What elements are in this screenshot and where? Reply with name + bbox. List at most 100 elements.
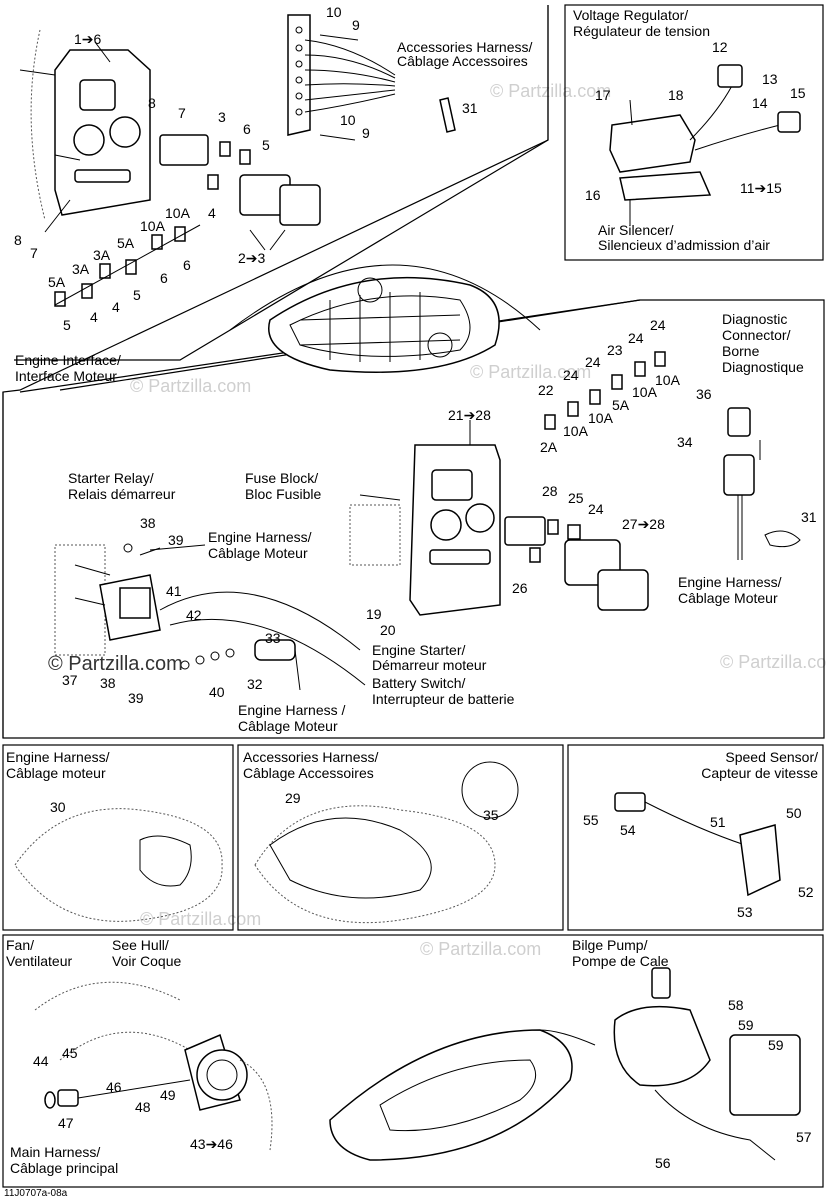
engine-harness-panel-title-1: Engine Harness/: [6, 749, 110, 765]
boat-hull-top: [229, 264, 541, 373]
callout: 18: [668, 87, 684, 103]
callout: 59: [738, 1017, 754, 1033]
callout: 8: [14, 232, 22, 248]
callout: 45: [62, 1045, 78, 1061]
callout: 22: [538, 382, 554, 398]
callout: 24: [650, 317, 666, 333]
accessories-harness-panel: [237, 744, 564, 931]
callout: 53: [737, 904, 753, 920]
callout: 59: [768, 1037, 784, 1053]
callout: 13: [762, 71, 778, 87]
diagnostic-connector: [723, 407, 801, 560]
accessories-harness-label-2: Câblage Accessoires: [397, 53, 528, 69]
speed-sensor-title-2: Capteur de vitesse: [701, 765, 818, 781]
callout: 25: [568, 490, 584, 506]
callout: 58: [728, 997, 744, 1013]
callout: 10: [326, 4, 342, 20]
callout: 32: [247, 676, 263, 692]
callout: 41: [166, 583, 182, 599]
callout: 52: [798, 884, 814, 900]
callout: 5A: [117, 235, 135, 251]
callout: 19: [366, 606, 382, 622]
fuse-set-accessories: [544, 351, 666, 430]
engine-harness-label-2a: Engine Harness /: [238, 702, 346, 718]
callout: 4: [208, 205, 216, 221]
callout: 55: [583, 812, 599, 828]
engine-harness-label-1a: Engine Harness/: [208, 529, 312, 545]
callout: 24: [628, 330, 644, 346]
battery-cables: [159, 591, 366, 691]
watermark: © Partzilla.com: [470, 362, 591, 382]
watermark: © Partzilla.com: [720, 652, 827, 672]
engine-starter-label-2: Démarreur moteur: [372, 657, 487, 673]
starter-relay-label-1: Starter Relay/: [68, 470, 154, 486]
callout: 38: [100, 675, 116, 691]
engine-harness-label-3b: Câblage Moteur: [678, 590, 778, 606]
callout: 5: [63, 317, 71, 333]
callout: 44: [33, 1053, 49, 1069]
callout: 17: [595, 87, 611, 103]
callout: 40: [209, 684, 225, 700]
watermark: © Partzilla.com: [490, 81, 611, 101]
callout: 7: [178, 105, 186, 121]
battery-switch-label-2: Interrupteur de batterie: [372, 691, 515, 707]
callout: 43➔46: [190, 1136, 233, 1152]
background-watermarks: © Partzilla.com © Partzilla.com © Partzi…: [130, 81, 827, 959]
callout: 5: [133, 287, 141, 303]
callout: 28: [542, 483, 558, 499]
accessories-panel-title-1: Accessories Harness/: [243, 749, 378, 765]
callout: 36: [696, 386, 712, 402]
fuse-block: [349, 444, 649, 616]
fuse-block-label-1: Fuse Block/: [245, 470, 318, 486]
callout: 10A: [588, 410, 614, 426]
callout: 10A: [140, 218, 166, 234]
speed-sensor-title-1: Speed Sensor/: [725, 749, 818, 765]
callout: 1➔6: [74, 31, 102, 47]
callout: 9: [362, 125, 370, 141]
callout: 57: [796, 1129, 812, 1145]
callout: 42: [186, 607, 202, 623]
callout: 6: [183, 257, 191, 273]
watermark: © Partzilla.com: [140, 909, 261, 929]
engine-interface-label-2: Interface Moteur: [15, 368, 117, 384]
callout: 20: [380, 622, 396, 638]
callout: 3: [218, 109, 226, 125]
engine-harness-label-2b: Câblage Moteur: [238, 718, 338, 734]
see-hull-label-1: See Hull/: [112, 937, 169, 953]
callout: 3A: [93, 247, 111, 263]
engine-interface-plate: [19, 29, 151, 233]
callout: 11➔15: [740, 180, 782, 196]
callout: 50: [786, 805, 802, 821]
text-labels: Accessories Harness/ Câblage Accessoires…: [6, 7, 818, 1176]
bilge-pump-label-1: Bilge Pump/: [572, 937, 648, 953]
callout: 3A: [72, 261, 90, 277]
callout: 5A: [612, 397, 630, 413]
accessories-harness-label-1: Accessories Harness/: [397, 39, 532, 55]
callout: 10: [340, 112, 356, 128]
callout: 29: [285, 790, 301, 806]
callout: 16: [585, 187, 601, 203]
accessories-terminal-strip: [287, 14, 456, 141]
diagnostic-label-2: Connector/: [722, 327, 791, 343]
callout: 6: [160, 270, 168, 286]
air-silencer-label-2: Silencieux d’admission d’air: [598, 237, 770, 253]
callout: 24: [585, 354, 601, 370]
bilge-pump-label-2: Pompe de Cale: [572, 953, 669, 969]
speed-sensor-panel: [567, 744, 824, 931]
callout: 56: [655, 1155, 671, 1171]
callout: 30: [50, 799, 66, 815]
fuse-set-engine: [54, 134, 321, 307]
battery-switch-label-1: Battery Switch/: [372, 675, 465, 691]
callout: 39: [128, 690, 144, 706]
callout: 15: [790, 85, 806, 101]
callout: 2A: [540, 439, 558, 455]
callout: 6: [243, 121, 251, 137]
see-hull-label-2: Voir Coque: [112, 953, 181, 969]
engine-harness-label-1b: Câblage Moteur: [208, 545, 308, 561]
callout: 23: [607, 342, 623, 358]
callout-numbers: 1➔6 10 9 8 7 3 6 5 31 10 9 4 8 7 10A 10A…: [14, 4, 817, 1171]
callout: 7: [30, 245, 38, 261]
engine-harness-panel: [2, 744, 234, 931]
main-harness-label-2: Câblage principal: [10, 1160, 118, 1176]
